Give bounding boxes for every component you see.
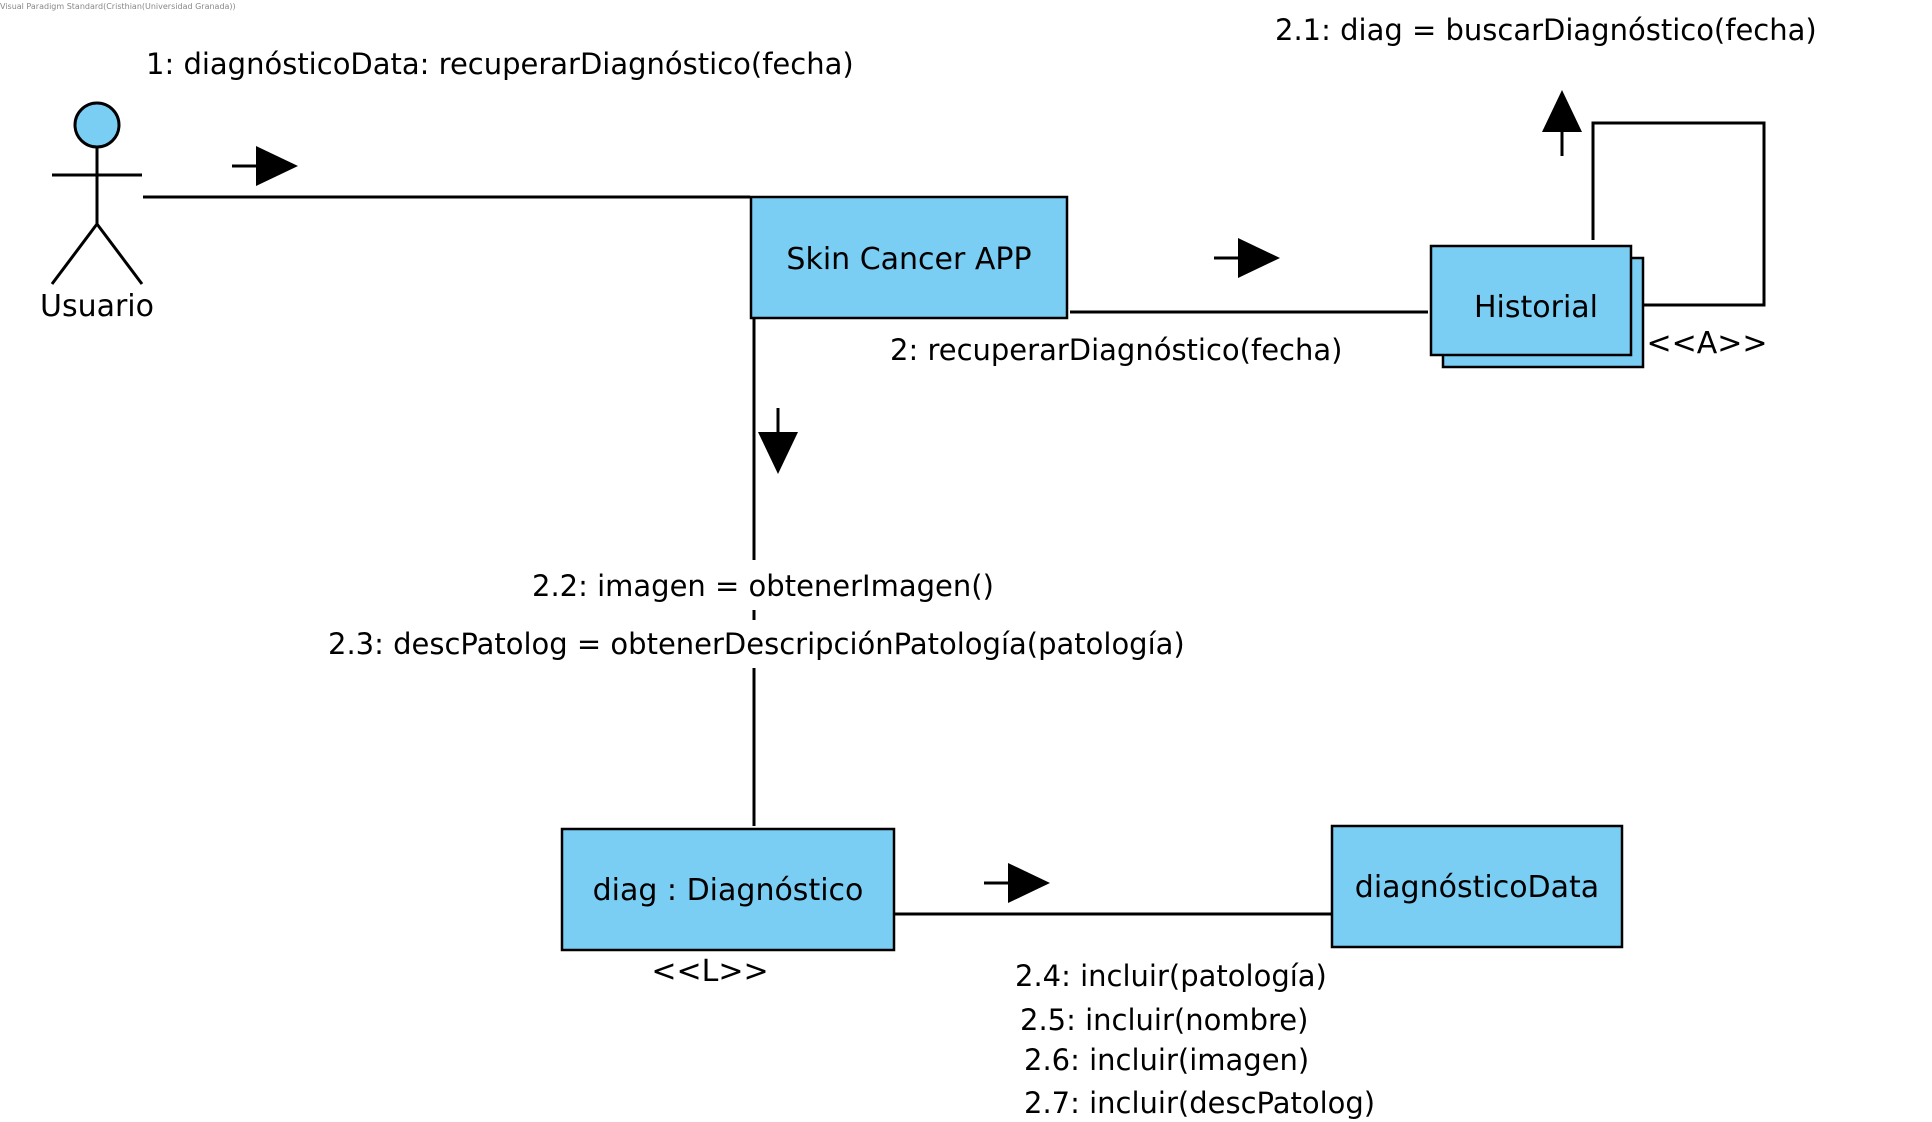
message-1: 1: diagnósticoData: recuperarDiagnóstico… — [146, 47, 854, 81]
message-2-5: 2.5: incluir(nombre) — [1020, 1003, 1308, 1037]
message-2-2: 2.2: imagen = obtenerImagen() — [532, 569, 994, 603]
arrow-right-icon — [984, 863, 1050, 903]
node-label: diagnósticoData — [1355, 870, 1599, 905]
self-link-historial — [1591, 121, 1766, 307]
message-2-4: 2.4: incluir(patología) — [1015, 959, 1327, 993]
node-box — [1330, 824, 1624, 949]
node-skin-cancer-app[interactable]: Skin Cancer APP — [749, 195, 1069, 320]
actor-label: Usuario — [40, 289, 154, 324]
message-2-6: 2.6: incluir(imagen) — [1024, 1043, 1309, 1077]
node-label: Skin Cancer APP — [786, 242, 1031, 277]
message-2-1: 2.1: diag = buscarDiagnóstico(fecha) — [1275, 13, 1817, 47]
actor-head — [73, 101, 121, 149]
arrow-right-icon — [1214, 238, 1280, 278]
node-diag-diagnostico[interactable]: diag : Diagnóstico — [560, 827, 896, 952]
watermark: Visual Paradigm Standard(Cristhian(Unive… — [0, 2, 236, 11]
node-box — [560, 827, 896, 952]
arrow-up-icon — [1542, 90, 1582, 156]
actor-right-leg — [95, 223, 144, 285]
message-2-7: 2.7: incluir(descPatolog) — [1024, 1086, 1375, 1120]
node-diagnostico-data[interactable]: diagnósticoData — [1330, 824, 1624, 949]
message-2: 2: recuperarDiagnóstico(fecha) — [890, 333, 1342, 367]
node-box — [1429, 244, 1633, 357]
node-box — [749, 195, 1069, 320]
actor-left-leg — [50, 223, 99, 285]
stereotype-historial: <<A>> — [1646, 326, 1767, 361]
stereotype-diag: <<L>> — [651, 954, 768, 989]
arrow-right-icon — [232, 146, 298, 186]
node-label: Historial — [1474, 290, 1598, 325]
arrow-down-icon — [758, 408, 798, 474]
message-2-3: 2.3: descPatolog = obtenerDescripciónPat… — [328, 627, 1185, 661]
node-label: diag : Diagnóstico — [593, 873, 864, 908]
actor-usuario[interactable]: Usuario — [40, 101, 154, 324]
node-historial[interactable]: Historial — [1429, 244, 1645, 369]
